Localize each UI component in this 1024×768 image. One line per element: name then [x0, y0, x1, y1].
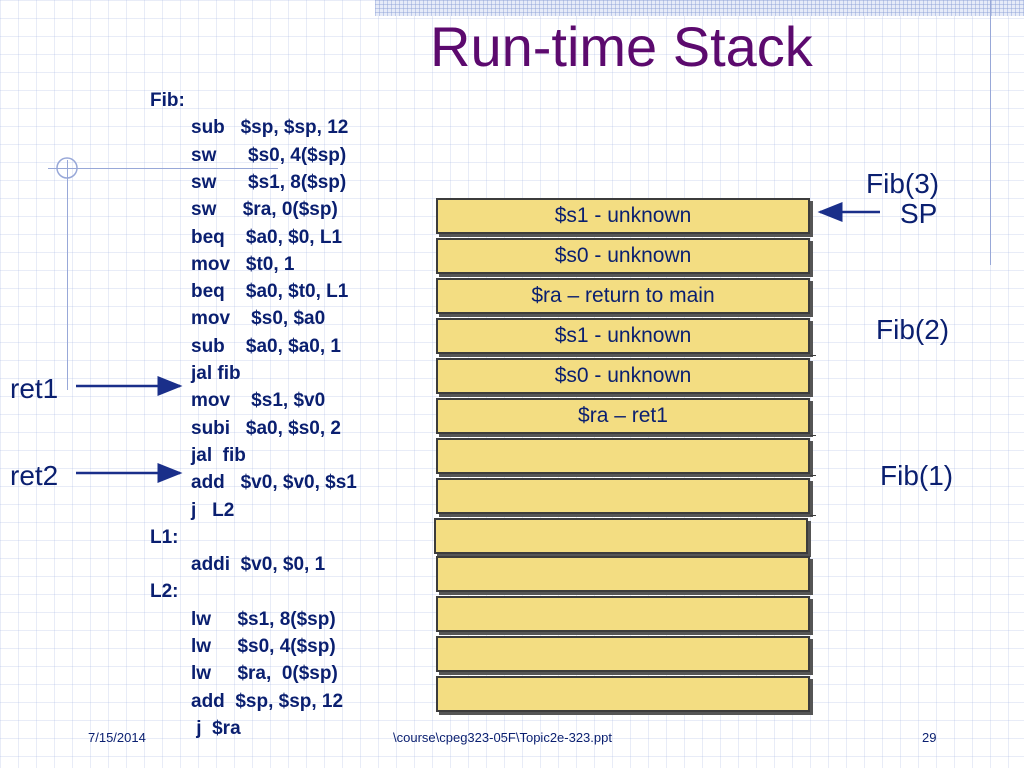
- code-instruction: mov $t0, 1: [191, 253, 295, 275]
- code-instruction: sw $s0, 4($sp): [191, 144, 347, 166]
- stack-slot: $s1 - unknown: [436, 318, 810, 354]
- code-instruction: subi $a0, $s0, 2: [191, 417, 341, 439]
- stack-slot: [436, 438, 810, 474]
- stack-slot: $s0 - unknown: [436, 358, 810, 394]
- code-instruction: lw $s0, 4($sp): [191, 636, 336, 657]
- footer-date: 7/15/2014: [88, 730, 146, 745]
- stack-slot: [436, 596, 810, 632]
- stack-slot: [436, 636, 810, 672]
- code-label: Fib:: [150, 90, 185, 111]
- stack-slot: $ra – return to main: [436, 278, 810, 314]
- label-fib2: Fib(2): [876, 314, 950, 345]
- footer-path: \course\cpeg323-05F\Topic2e-323.ppt: [393, 730, 612, 745]
- code-instruction: sub $sp, $sp, 12: [191, 117, 349, 139]
- stack-slot: [436, 478, 810, 514]
- code-label: L1:: [150, 526, 179, 548]
- code-instruction: mov $s0, $a0: [191, 308, 326, 330]
- top-decorative-band: [375, 0, 1024, 16]
- stack-separator-line: [810, 475, 816, 476]
- stack-slot: [436, 676, 810, 712]
- stack-slot: [434, 518, 808, 554]
- stack-slot: [436, 556, 810, 592]
- label-fib1: Fib(1): [880, 460, 954, 491]
- code-instruction: lw $s1, 8($sp): [191, 608, 336, 630]
- slide-title: Run-time Stack: [430, 15, 813, 78]
- stack-slot: $s1 - unknown: [436, 198, 810, 234]
- code-instruction: sw $ra, 0($sp): [191, 199, 338, 221]
- code-instruction: lw $ra, 0($sp): [191, 663, 338, 685]
- stack-separator-line: [810, 435, 816, 436]
- left-horizontal-rule: [48, 168, 278, 169]
- footer-page-number: 29: [922, 730, 937, 745]
- code-instruction: beq $a0, $0, L1: [191, 226, 343, 248]
- code-instruction: add $sp, $sp, 12: [191, 690, 344, 712]
- label-fib3: Fib(3): [866, 168, 940, 199]
- code-instruction: j $ra: [191, 717, 241, 739]
- code-instruction: beq $a0, $t0, L1: [191, 281, 349, 303]
- code-instruction: add $v0, $v0, $s1: [191, 472, 357, 494]
- code-label: L2:: [150, 581, 179, 603]
- code-instruction: addi $v0, $0, 1: [191, 554, 326, 576]
- code-instruction: mov $s1, $v0: [191, 390, 326, 412]
- left-vertical-rule: [67, 160, 68, 390]
- right-vertical-rule: [990, 0, 991, 265]
- code-instruction: j L2: [191, 499, 235, 521]
- label-ret2: ret2: [10, 460, 59, 491]
- stack-separator-line: [810, 355, 816, 356]
- code-instruction: jal fib: [191, 363, 241, 384]
- label-sp: SP: [900, 198, 938, 229]
- stack-separator-line: [810, 515, 816, 516]
- code-instruction: jal fib: [191, 444, 246, 466]
- code-instruction: sub $a0, $a0, 1: [191, 335, 341, 357]
- label-ret1: ret1: [10, 373, 59, 404]
- code-instruction: sw $s1, 8($sp): [191, 171, 347, 193]
- stack-slot: $s0 - unknown: [436, 238, 810, 274]
- stack-slot: $ra – ret1: [436, 398, 810, 434]
